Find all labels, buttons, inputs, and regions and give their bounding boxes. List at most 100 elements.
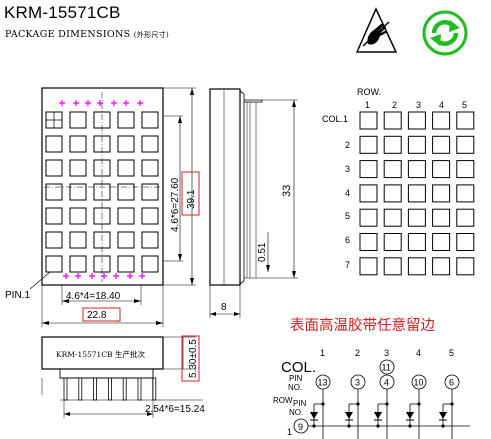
schematic-diodes xyxy=(310,402,454,428)
led-dot xyxy=(45,207,63,225)
pixel-cell xyxy=(432,208,451,227)
pixel-cell xyxy=(359,208,378,227)
pixel-cell xyxy=(359,184,378,203)
row-pin-no-line2: NO. xyxy=(289,408,303,417)
part-title: KRM-15571CB xyxy=(4,3,121,22)
led-dot xyxy=(117,135,135,153)
junction-dot xyxy=(450,402,454,406)
pin-no-line2: NO. xyxy=(288,383,302,392)
led-dot xyxy=(45,255,63,273)
recycle-icon xyxy=(422,10,468,56)
row1-number: 1 xyxy=(287,427,292,437)
led-dot xyxy=(69,183,87,201)
diode-symbol xyxy=(345,412,353,419)
schematic-col-number: 5 xyxy=(449,348,454,358)
subtitle-en: PACKAGE DIMENSIONS xyxy=(5,29,131,40)
pixel-cell xyxy=(432,111,451,130)
col-pin-number: 4 xyxy=(384,378,389,388)
pixel-cell xyxy=(456,184,475,203)
col-pin-number: 3 xyxy=(355,378,360,388)
pixel-map-row-number: 2 xyxy=(345,140,350,150)
led-dot xyxy=(69,111,87,129)
pixel-map-col-number: 3 xyxy=(416,100,421,110)
row-pin-no-label: PIN NO. xyxy=(289,399,309,417)
pixel-cell xyxy=(456,208,475,227)
schematic-col-number: 3 xyxy=(384,348,389,358)
pixel-cell xyxy=(407,184,426,203)
notice-cn: 表面高温胶带任意留边 xyxy=(290,316,435,334)
col-pin-number: 10 xyxy=(414,378,424,388)
pixel-map-grid xyxy=(359,111,475,276)
schematic-extra-pin: 11 xyxy=(379,359,395,375)
row-pin-no-line1: PIN xyxy=(293,399,307,408)
col-pin-number: 13 xyxy=(318,378,328,388)
pixel-cell xyxy=(407,111,426,130)
extra-pin-number: 11 xyxy=(382,363,391,373)
dim-pitch: 2.54*6=15.24 xyxy=(145,404,205,415)
led-dot xyxy=(117,207,135,225)
pixel-map-col-number: 4 xyxy=(439,100,444,110)
pixel-map-row-number: 6 xyxy=(345,235,350,245)
diode-symbol xyxy=(310,412,318,419)
pixel-map-row-number: 3 xyxy=(345,164,350,174)
led-dot xyxy=(45,159,63,177)
schematic-col-label: COL. xyxy=(281,359,316,376)
led-dot xyxy=(141,255,159,273)
package-pin xyxy=(63,377,68,401)
pixel-cell xyxy=(383,111,402,130)
row-label: ROW xyxy=(273,396,293,405)
led-dot xyxy=(141,111,159,129)
junction-dot xyxy=(356,402,360,406)
pixel-cell xyxy=(432,160,451,179)
pin-no-label: PIN NO. xyxy=(288,374,305,392)
pixel-cell xyxy=(456,257,475,276)
led-dot xyxy=(117,183,135,201)
col-header: COL.1 xyxy=(322,114,348,124)
side-view: 33 0.51 8 xyxy=(209,88,298,318)
row-header: ROW. xyxy=(357,87,381,97)
package-pin xyxy=(93,377,97,401)
pixel-cell xyxy=(432,257,451,276)
led-dot xyxy=(141,159,159,177)
led-dot xyxy=(141,207,159,225)
pixel-map-col-number: 2 xyxy=(392,100,397,110)
led-dot xyxy=(117,159,135,177)
diode-symbol xyxy=(374,412,382,419)
schematic-col-number: 2 xyxy=(355,348,360,358)
pixel-cell xyxy=(432,233,451,251)
bottom-view: KRM-15571CB 生产批次 2.54*6=15.24 5.30±0.5 xyxy=(41,335,205,418)
led-dot xyxy=(45,231,63,249)
led-dot xyxy=(45,135,63,153)
pixel-cell xyxy=(432,135,451,154)
package-pin xyxy=(137,377,142,401)
pixel-cell xyxy=(359,111,378,130)
pixel-cell xyxy=(456,111,475,130)
led-dot xyxy=(117,231,135,249)
dim-pin: 0.51 xyxy=(257,242,268,262)
pixel-map-col-number: 1 xyxy=(365,100,370,110)
pixel-cell xyxy=(359,257,378,276)
subtitle-cn: (外形尺寸) xyxy=(133,31,169,39)
pixel-cell xyxy=(359,233,378,251)
pixel-cell xyxy=(407,233,426,251)
junction-dot xyxy=(417,402,421,406)
pin1-label: PIN.1 xyxy=(5,290,30,301)
diode-symbol xyxy=(439,412,447,419)
pixel-cell xyxy=(383,135,402,154)
led-dot xyxy=(117,255,135,273)
pixel-cell xyxy=(383,208,402,227)
junction-dot xyxy=(385,402,389,406)
pixel-cell xyxy=(359,135,378,154)
dim-horizontal-inner: 4.6*4=18.40 xyxy=(66,291,121,302)
led-dot xyxy=(141,231,159,249)
dim-vertical-inner: 4.6*6=27.60 xyxy=(170,177,181,232)
row1-pin: 9 xyxy=(298,422,303,432)
bottom-pins xyxy=(63,377,157,401)
pixel-cell xyxy=(432,184,451,203)
front-view: PIN.1 4.6*6=27.60 39.1 4.6*4=18.40 22.8 xyxy=(5,87,200,327)
